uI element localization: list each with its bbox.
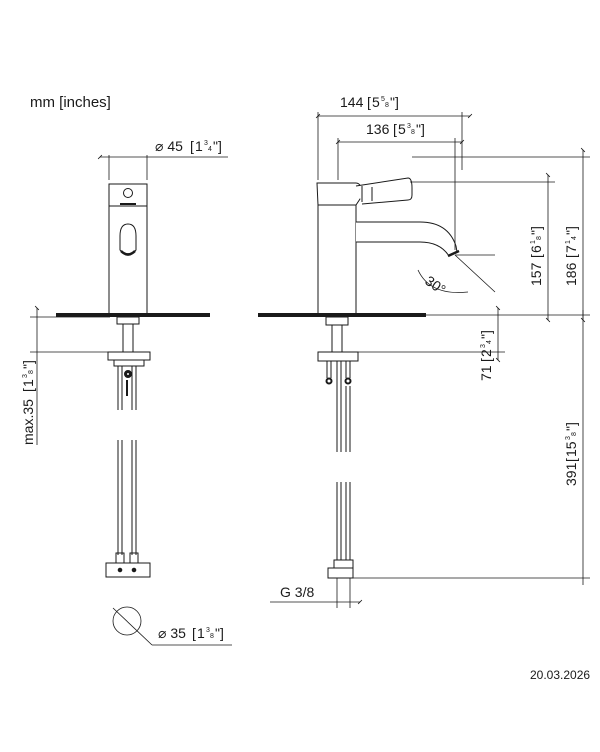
dim-total-height-mm: 186 [563, 262, 579, 286]
svg-text:1: 1 [195, 138, 203, 154]
dim-total-height-inch: [ 7 1 4 "] [563, 226, 579, 258]
dim-shank-length-inch: [ 2 3 4 "] [478, 330, 494, 362]
svg-text:1: 1 [565, 240, 572, 244]
dim-hose-length-inch: [ 15 3 8 "] [563, 422, 579, 462]
front-dimensions [30, 154, 232, 646]
svg-text:3: 3 [204, 140, 208, 147]
side-handle-head [316, 182, 363, 206]
svg-text:5: 5 [381, 96, 385, 103]
svg-text:"]: "] [390, 94, 399, 110]
dim-diam-bottom-inch: [ 1 3 8 "] [192, 625, 224, 641]
svg-text:15: 15 [563, 441, 579, 457]
dim-hose-length-mm: 391 [563, 462, 579, 486]
svg-text:3: 3 [407, 123, 411, 130]
side-spout [356, 221, 458, 257]
side-dimensions [270, 112, 590, 608]
svg-text:[: [ [192, 625, 196, 641]
dim-projection-mm: 144 [340, 94, 364, 110]
svg-text:4: 4 [571, 236, 578, 240]
svg-text:5: 5 [372, 94, 380, 110]
units-label: mm [inches] [30, 94, 111, 111]
svg-text:8: 8 [385, 102, 389, 109]
svg-text:[: [ [478, 358, 494, 362]
svg-text:1: 1 [20, 379, 36, 387]
side-basin-plate [258, 313, 426, 317]
dim-spout-height-mm: 157 [528, 262, 544, 286]
dim-spout-reach-mm: 136 [366, 121, 390, 137]
svg-text:8: 8 [536, 236, 543, 240]
svg-text:"]: "] [215, 625, 224, 641]
svg-text:[: [ [20, 388, 36, 392]
dim-spout-height-inch: [ 6 1 8 "] [528, 226, 544, 258]
svg-text:1: 1 [530, 240, 537, 244]
front-handle-knob [123, 188, 133, 198]
svg-text:4: 4 [208, 146, 212, 153]
svg-text:[: [ [393, 121, 397, 137]
front-spout-outlet [119, 223, 137, 255]
svg-text:"]: "] [213, 138, 222, 154]
dim-spout-reach-inch: [ 5 3 8 "] [393, 121, 425, 137]
side-view [258, 177, 460, 579]
dim-projection-inch: [ 5 5 8 "] [367, 94, 399, 110]
svg-text:4: 4 [486, 340, 493, 344]
svg-text:3: 3 [480, 344, 487, 348]
svg-text:"]: "] [563, 226, 579, 235]
svg-text:3: 3 [565, 436, 572, 440]
svg-text:6: 6 [528, 245, 544, 253]
dim-diam-bottom-mm: ⌀ 35 [158, 625, 186, 641]
side-handle-lever [355, 177, 413, 205]
svg-text:8: 8 [411, 129, 415, 136]
svg-text:[: [ [190, 138, 194, 154]
front-view [56, 183, 210, 578]
svg-text:8: 8 [28, 370, 35, 374]
svg-text:8: 8 [210, 633, 214, 640]
svg-text:"]: "] [528, 226, 544, 235]
svg-text:"]: "] [563, 422, 579, 431]
svg-text:2: 2 [478, 349, 494, 357]
angle-label: 30° [422, 272, 449, 297]
svg-text:5: 5 [398, 121, 406, 137]
dim-max-thickness-mm: max.35 [20, 399, 36, 445]
svg-text:7: 7 [563, 245, 579, 253]
side-faucet-body [317, 204, 357, 315]
svg-text:[: [ [528, 254, 544, 258]
dim-diam-top-mm: ⌀ 45 [155, 138, 183, 154]
svg-text:"]: "] [478, 330, 494, 339]
svg-text:[: [ [367, 94, 371, 110]
svg-text:[: [ [563, 458, 579, 462]
svg-text:[: [ [563, 254, 579, 258]
svg-text:"]: "] [20, 360, 36, 369]
svg-text:8: 8 [571, 432, 578, 436]
dim-shank-length-mm: 71 [478, 365, 494, 381]
dim-max-thickness-inch: [ 1 3 8 "] [20, 360, 36, 392]
svg-text:3: 3 [206, 627, 210, 634]
svg-text:1: 1 [197, 625, 205, 641]
svg-text:"]: "] [416, 121, 425, 137]
front-basin-plate [56, 313, 210, 317]
drawing-date: 20.03.2026 [530, 668, 591, 682]
thread-label: G 3/8 [280, 584, 314, 600]
svg-text:3: 3 [22, 374, 29, 378]
dim-diam-top-inch: [ 1 3 4 "] [190, 138, 222, 154]
